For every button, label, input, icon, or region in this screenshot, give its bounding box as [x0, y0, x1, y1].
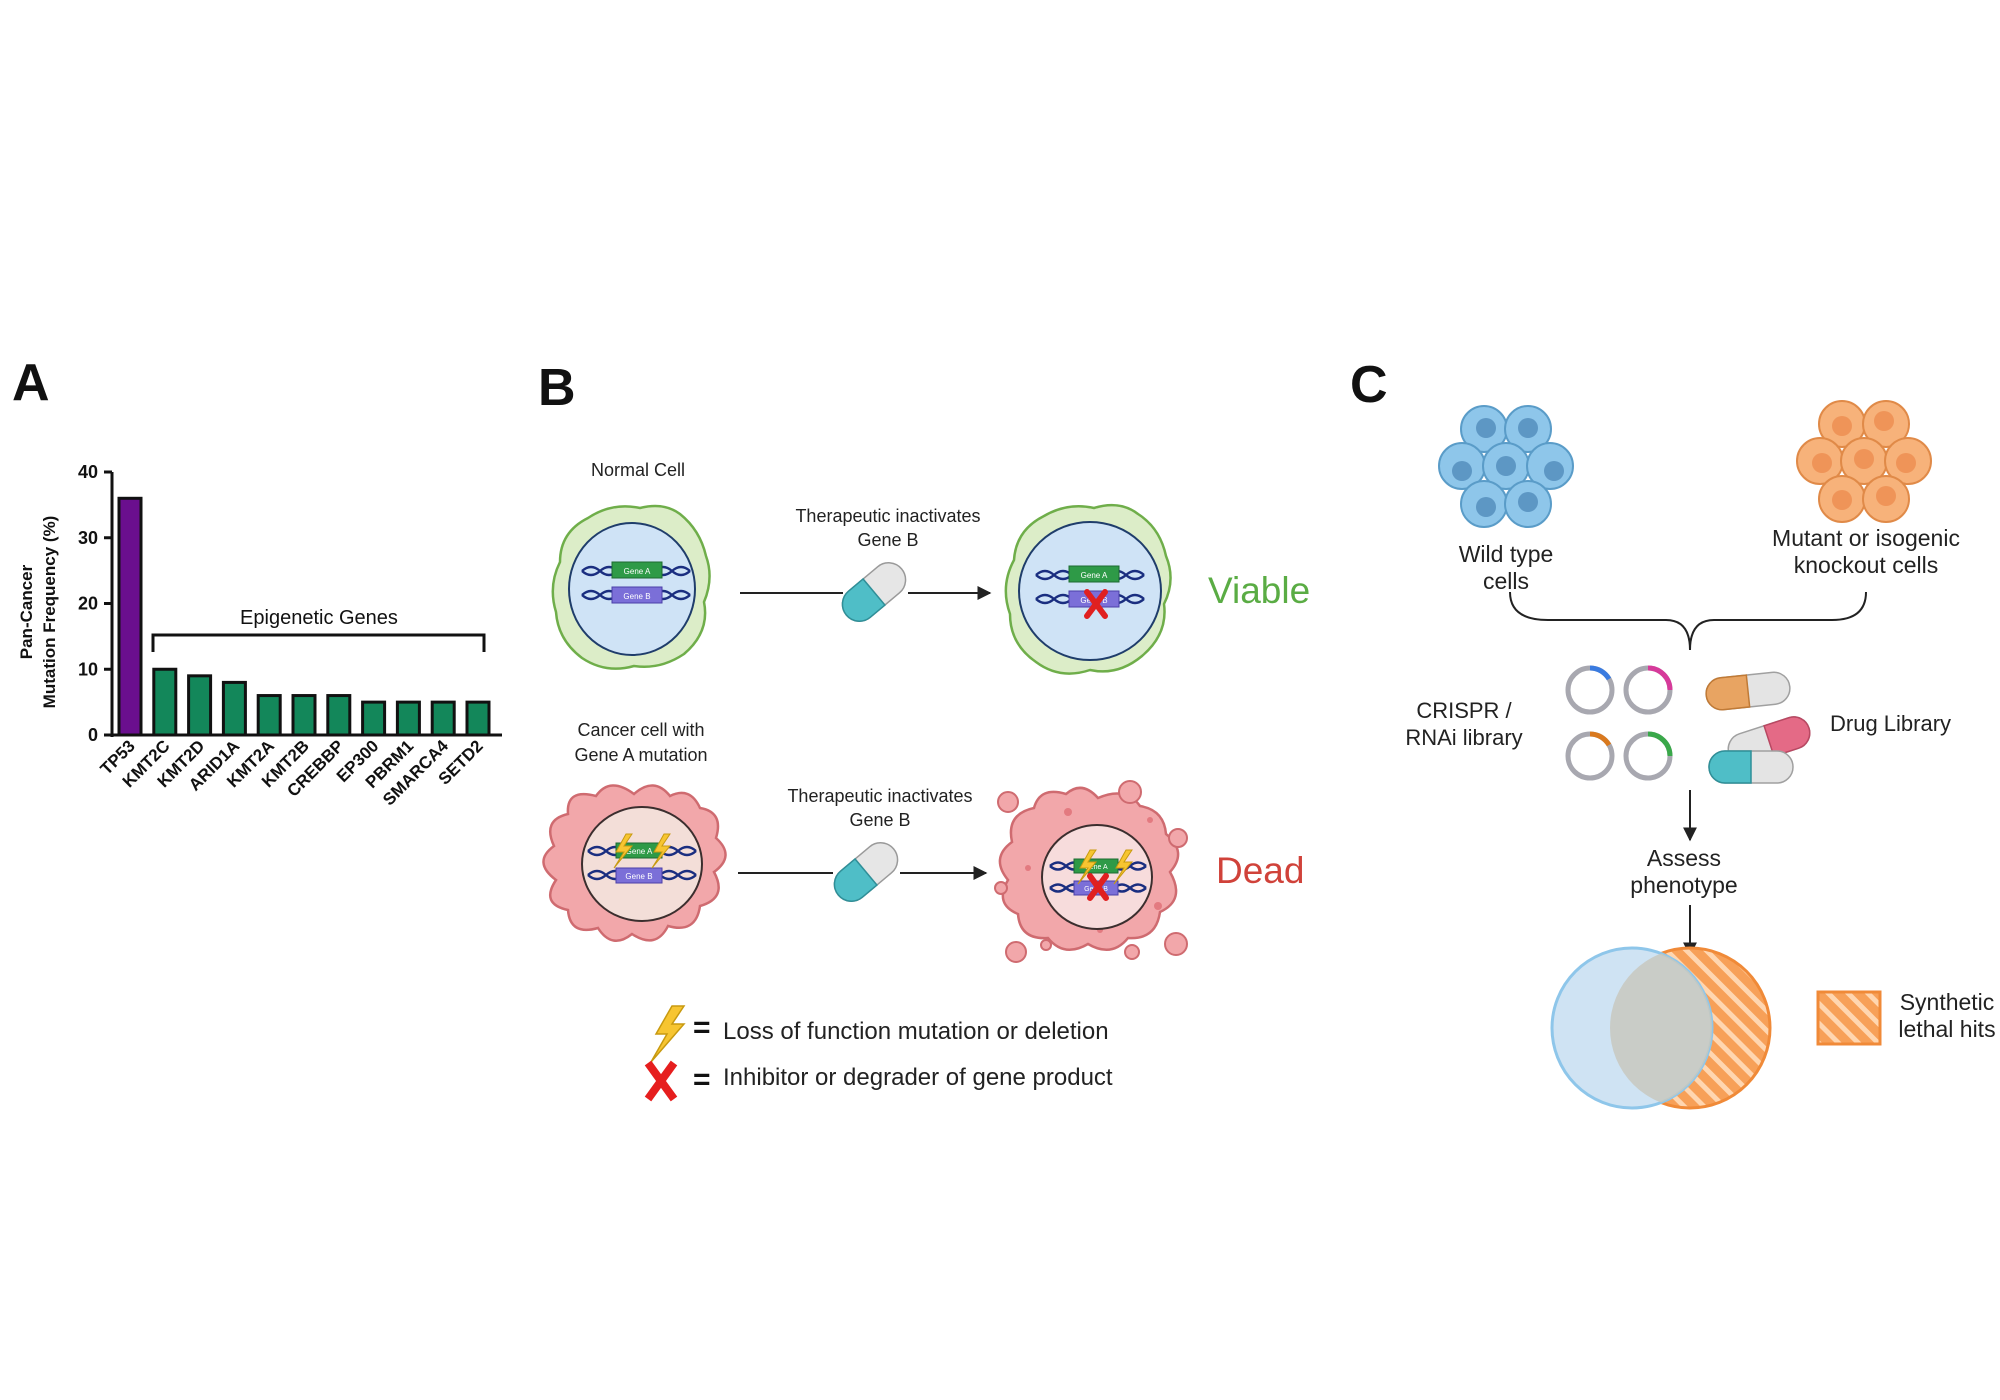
viable-cell: Gene A Gene B — [1004, 503, 1172, 675]
legend-inhibitor: Inhibitor or degrader of gene product — [723, 1064, 1113, 1091]
synthetic-lethal-label-line1: Synthetic — [1900, 989, 1995, 1015]
panel-b-letter: B — [538, 359, 576, 417]
venn-diagram — [1550, 946, 1772, 1110]
wild-type-cells-icon — [1438, 405, 1574, 528]
pill-icon-top — [841, 562, 907, 622]
cancer-cell-label-line1: Cancer cell with — [577, 720, 704, 740]
epigenetic-bracket-label: Epigenetic Genes — [240, 607, 398, 629]
outcome-viable: Viable — [1208, 570, 1310, 611]
bar-tp53 — [117, 496, 143, 737]
legend: = Loss of function mutation or deletion … — [644, 1005, 1113, 1102]
y-tick-label-30: 30 — [78, 528, 98, 548]
lightning-icon-cancer-1 — [613, 833, 634, 869]
synthetic-lethal-legend-swatch — [1816, 990, 1882, 1046]
cancer-cell: Gene A Gene B — [542, 784, 727, 942]
legend-equals-2: = — [693, 1063, 711, 1096]
y-tick-label-20: 20 — [78, 594, 98, 614]
bar-smarca4 — [430, 700, 456, 737]
bar-crebbp — [326, 694, 352, 737]
y-tick-label-10: 10 — [78, 659, 98, 679]
viable-gene-a-label: Gene A — [1081, 571, 1108, 580]
normal-cell-label: Normal Cell — [591, 460, 685, 480]
bar-kmt2c — [152, 667, 178, 737]
bar-pbrm1 — [395, 700, 421, 737]
outcome-dead: Dead — [1216, 850, 1304, 891]
y-axis-label-line1: Pan-Cancer — [17, 564, 36, 659]
lightning-icon-dead-1 — [1077, 849, 1098, 885]
merge-brace — [1509, 591, 1867, 651]
bar-kmt2d — [187, 674, 213, 737]
assess-label-line1: Assess — [1647, 845, 1721, 871]
pill-icon-bottom — [833, 842, 899, 902]
crispr-label-line1: CRISPR / — [1416, 698, 1512, 723]
cancer-gene-a-label: Gene A — [626, 847, 653, 856]
lightning-icon-cancer-2 — [651, 833, 672, 869]
panel-a: A Pan-Cancer Mutation Frequency (%) 0 10 2… — [12, 354, 502, 809]
bar-kmt2b — [291, 694, 317, 737]
panel-a-letter: A — [12, 354, 50, 412]
legend-equals-1: = — [693, 1011, 711, 1044]
normal-gene-a-label: Gene A — [624, 567, 651, 576]
panel-c-letter: C — [1350, 356, 1388, 414]
bar-kmt2a — [256, 694, 282, 737]
mutant-label-line2: knockout cells — [1794, 552, 1938, 578]
assess-label-line2: phenotype — [1630, 872, 1737, 898]
lightning-icon-legend — [650, 1005, 686, 1063]
lightning-icon-dead-2 — [1113, 849, 1134, 885]
y-axis-label-line2: Mutation Frequency (%) — [40, 516, 59, 709]
plasmid-icons — [1565, 665, 1673, 781]
panel-c: C Wild type cells Mutant or isog — [1350, 356, 1996, 1110]
inhibitor-x-icon-dead — [1087, 873, 1109, 901]
cancer-cell-label-line2: Gene A mutation — [574, 745, 707, 765]
drug-library-label: Drug Library — [1830, 711, 1951, 736]
legend-loss-of-function: Loss of function mutation or deletion — [723, 1018, 1109, 1045]
epigenetic-bracket — [151, 633, 486, 652]
synthetic-lethal-label-line2: lethal hits — [1898, 1016, 1995, 1042]
mutant-cells-icon — [1796, 400, 1932, 523]
x-mark-icon-legend — [644, 1060, 678, 1102]
therapeutic-label-bottom-line2: Gene B — [849, 810, 910, 830]
bar-ep300 — [361, 700, 387, 737]
therapeutic-label-top-line1: Therapeutic inactivates — [795, 506, 980, 526]
dead-gene-a-label: Gene A — [1084, 864, 1108, 871]
therapeutic-label-top-line2: Gene B — [857, 530, 918, 550]
wild-type-label-line1: Wild type — [1459, 541, 1554, 567]
bar-arid1a — [221, 680, 247, 737]
x-axis-tick-labels: TP53KMT2CKMT2DARID1AKMT2AKMT2BCREBBPEP30… — [97, 736, 487, 809]
dead-cell: Gene A Gene B — [994, 780, 1188, 963]
panel-b: B Normal Cell Gene A Gene B Therapeutic … — [538, 359, 1310, 1102]
y-tick-label-0: 0 — [88, 725, 98, 745]
bar-setd2 — [465, 700, 491, 737]
y-tick-label-40: 40 — [78, 462, 98, 482]
drug-library-pills-icon — [1705, 671, 1811, 784]
inhibitor-x-icon — [1084, 589, 1108, 619]
therapeutic-label-bottom-line1: Therapeutic inactivates — [787, 786, 972, 806]
normal-gene-b-label: Gene B — [623, 592, 650, 601]
wild-type-label-line2: cells — [1483, 568, 1529, 594]
crispr-label-line2: RNAi library — [1405, 725, 1522, 750]
y-axis-ticks: 0 10 20 30 40 — [78, 462, 112, 745]
cancer-gene-b-label: Gene B — [625, 872, 652, 881]
mutant-label-line1: Mutant or isogenic — [1772, 525, 1960, 551]
normal-cell: Gene A Gene B — [551, 504, 711, 670]
